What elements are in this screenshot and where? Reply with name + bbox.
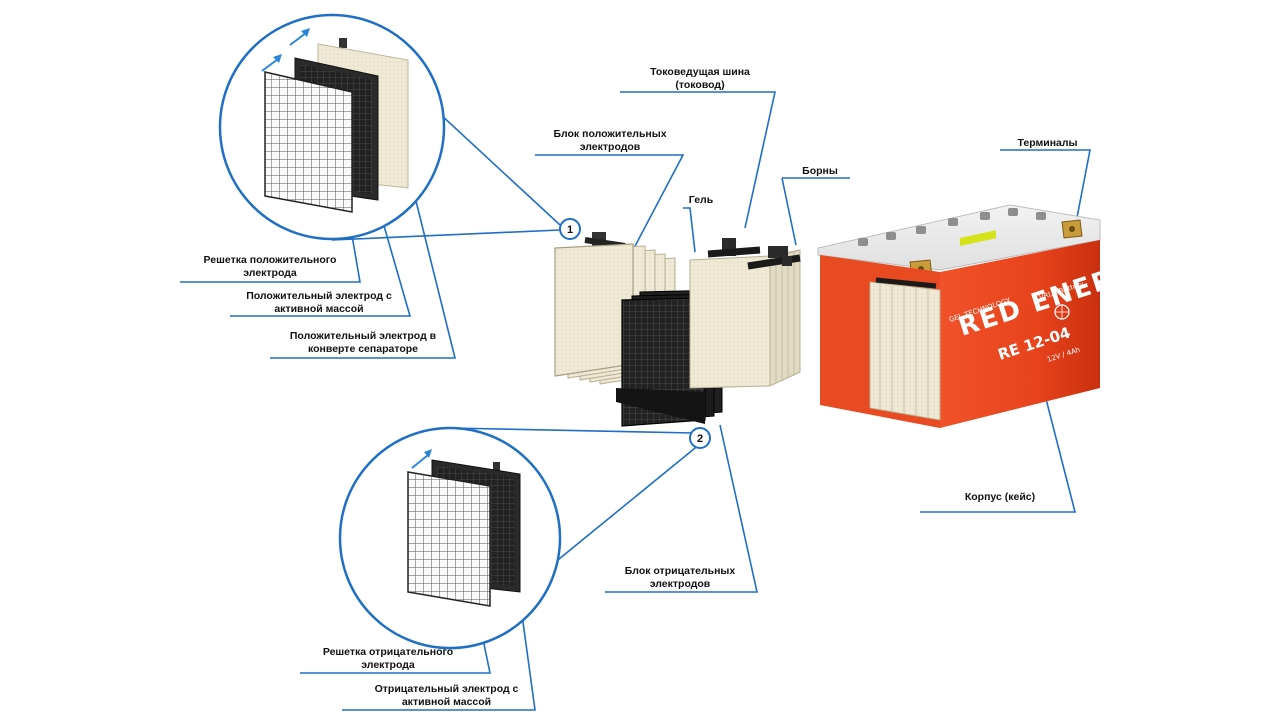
label-terminals: Терминалы xyxy=(1017,137,1078,149)
case-cutaway-plates xyxy=(869,277,941,421)
neg-grid-zoom xyxy=(407,471,491,607)
label-gel: Гель xyxy=(688,194,714,206)
label-positive-grid: Решетка положительного электрода xyxy=(203,254,337,279)
battery-case: RED ENERGY GEL TECHNOLOGY VRLA Battery R… xyxy=(817,204,1159,428)
svg-text:1: 1 xyxy=(567,224,573,236)
svg-text:2: 2 xyxy=(697,433,703,445)
label-poles: Борны xyxy=(802,165,838,177)
assembled-electrode-block xyxy=(689,238,801,389)
magnifier-2 xyxy=(338,426,701,650)
arrow-icon xyxy=(411,449,432,469)
leader-lines xyxy=(180,91,1091,711)
label-positive-electrode: Положительный электрод с активной массой xyxy=(246,290,392,315)
label-busbar: Токоведущая шина (токовод) xyxy=(650,66,750,91)
terminal-right xyxy=(1061,219,1083,239)
marker-2: 2 xyxy=(689,427,711,449)
busbar-connector xyxy=(707,238,801,270)
lid-sticker xyxy=(960,230,996,246)
magnifier-1 xyxy=(218,13,561,241)
lid-vent-caps xyxy=(858,208,1046,246)
marker-1: 1 xyxy=(559,218,581,240)
label-positive-separator: Положительный электрод в конверте сепара… xyxy=(289,330,437,355)
label-negative-grid: Решетка отрицательного электрода xyxy=(322,646,454,671)
arrow-icon xyxy=(260,28,310,72)
grid-plate-zoom xyxy=(264,71,353,213)
label-negative-electrode: Отрицательный электрод с активной массой xyxy=(374,683,519,708)
label-negative-block: Блок отрицательных электродов xyxy=(624,565,736,590)
label-positive-block: Блок положительных электродов xyxy=(553,128,667,153)
label-case: Корпус (кейс) xyxy=(964,491,1036,503)
